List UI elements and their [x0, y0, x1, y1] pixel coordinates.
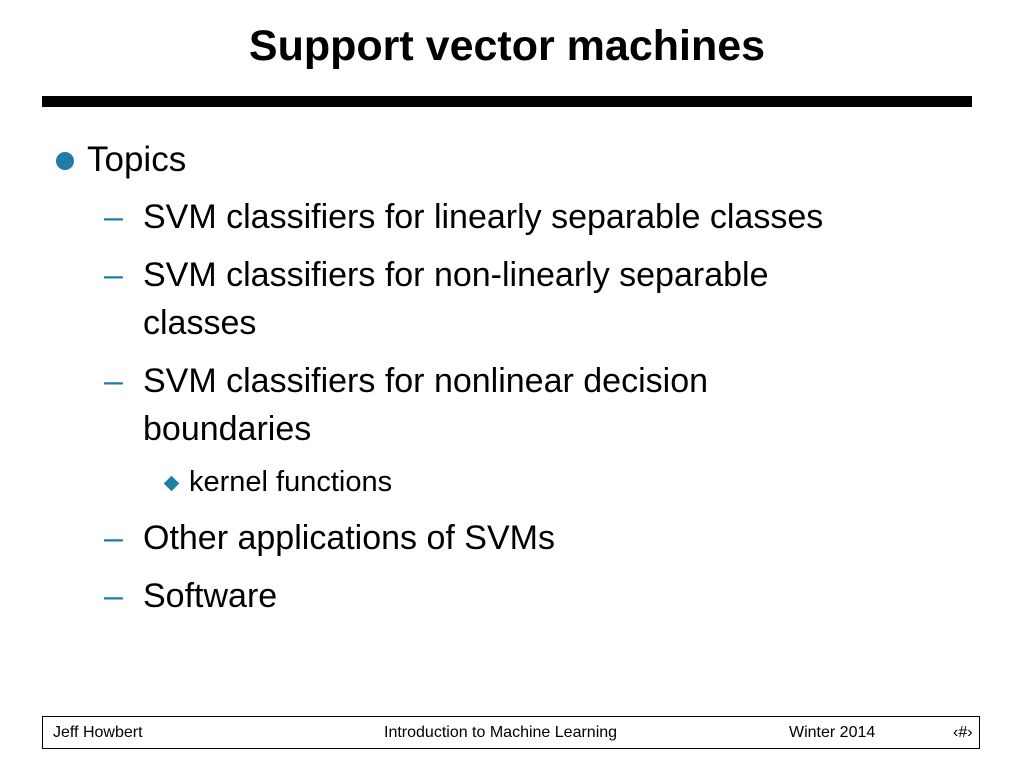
diamond-bullet-icon [163, 475, 180, 492]
dash-icon: – [104, 519, 123, 557]
footer-term: Winter 2014 [789, 724, 876, 741]
subbullet-text: SVM classifiers for nonlinear decision [143, 362, 709, 400]
dash-icon: – [104, 362, 123, 400]
title-divider [42, 96, 972, 107]
bullet-topics: Topics [56, 140, 187, 180]
subbullet-text: classes [143, 304, 257, 342]
dash-icon: – [104, 577, 123, 615]
subbullet-linear: – SVM classifiers for linearly separable… [104, 193, 824, 241]
subbullet-nonlinear-boundaries: – SVM classifiers for nonlinear decision [104, 357, 709, 405]
subbullet-text: Software [143, 577, 278, 615]
footer-author: Jeff Howbert [53, 724, 143, 741]
slide-footer: Jeff Howbert Introduction to Machine Lea… [42, 716, 980, 749]
subsubbullet-kernel: kernel functions [163, 465, 393, 499]
subbullet-nonlinear-boundaries-cont: boundaries [143, 405, 311, 453]
bullet-topics-text: Topics [87, 140, 187, 179]
subbullet-text: SVM classifiers for linearly separable c… [143, 198, 824, 236]
dash-icon: – [104, 256, 123, 294]
subbullet-text: SVM classifiers for non-linearly separab… [143, 256, 769, 294]
bullet-list: Topics – SVM classifiers for linearly se… [56, 140, 824, 620]
subbullet-nonlinear-separable-cont: classes [143, 299, 256, 347]
dash-icon: – [104, 198, 123, 236]
footer-page-number: ‹#› [953, 724, 973, 741]
slide-title: Support vector machines [248, 22, 766, 70]
footer-course: Introduction to Machine Learning [384, 724, 618, 741]
subbullet-text: Other applications of SVMs [143, 519, 555, 557]
subbullet-nonlinear-separable: – SVM classifiers for non-linearly separ… [104, 251, 769, 299]
bullet-dot-icon [56, 152, 74, 170]
subbullet-text: boundaries [143, 410, 312, 448]
subbullet-applications: – Other applications of SVMs [104, 514, 555, 562]
subsubbullet-text: kernel functions [189, 466, 393, 498]
subbullet-software: – Software [104, 572, 278, 620]
